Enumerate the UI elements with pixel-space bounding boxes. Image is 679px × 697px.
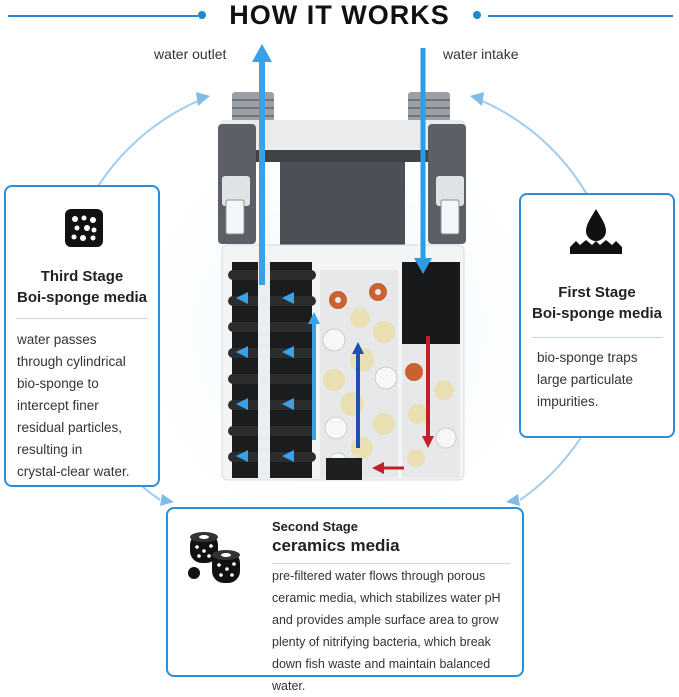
water-intake-label: water intake [443, 46, 519, 62]
page-title: HOW IT WORKS [229, 0, 450, 30]
first-stage-title: First Stage [558, 284, 636, 301]
second-stage-title: Second Stage [272, 519, 358, 534]
first-stage-card: First Stage Boi-sponge media bio-sponge … [519, 193, 675, 438]
second-stage-card: Second Stage ceramics media pre-filtered… [166, 507, 524, 693]
ceramic-rings-icon [188, 532, 240, 583]
first-stage-description: bio-sponge traps large particulate impur… [537, 350, 638, 409]
second-stage-subtitle: ceramics media [272, 536, 400, 555]
third-stage-subtitle: Boi-sponge media [16, 289, 147, 306]
third-stage-title: Third Stage [40, 268, 124, 285]
dotted-square-icon [65, 209, 103, 247]
first-stage-subtitle: Boi-sponge media [531, 305, 662, 322]
third-stage-description: water passes through cylindrical bio-spo… [17, 332, 130, 479]
water-outlet-label: water outlet [154, 46, 227, 62]
canister-filter-illustration [218, 44, 466, 481]
second-stage-description: pre-filtered water flows through porous … [272, 569, 501, 693]
third-stage-card: Third Stage Boi-sponge media water passe… [4, 185, 160, 487]
page-header: HOW IT WORKS [0, 0, 679, 30]
water-drop-sponge-icon [570, 209, 622, 254]
